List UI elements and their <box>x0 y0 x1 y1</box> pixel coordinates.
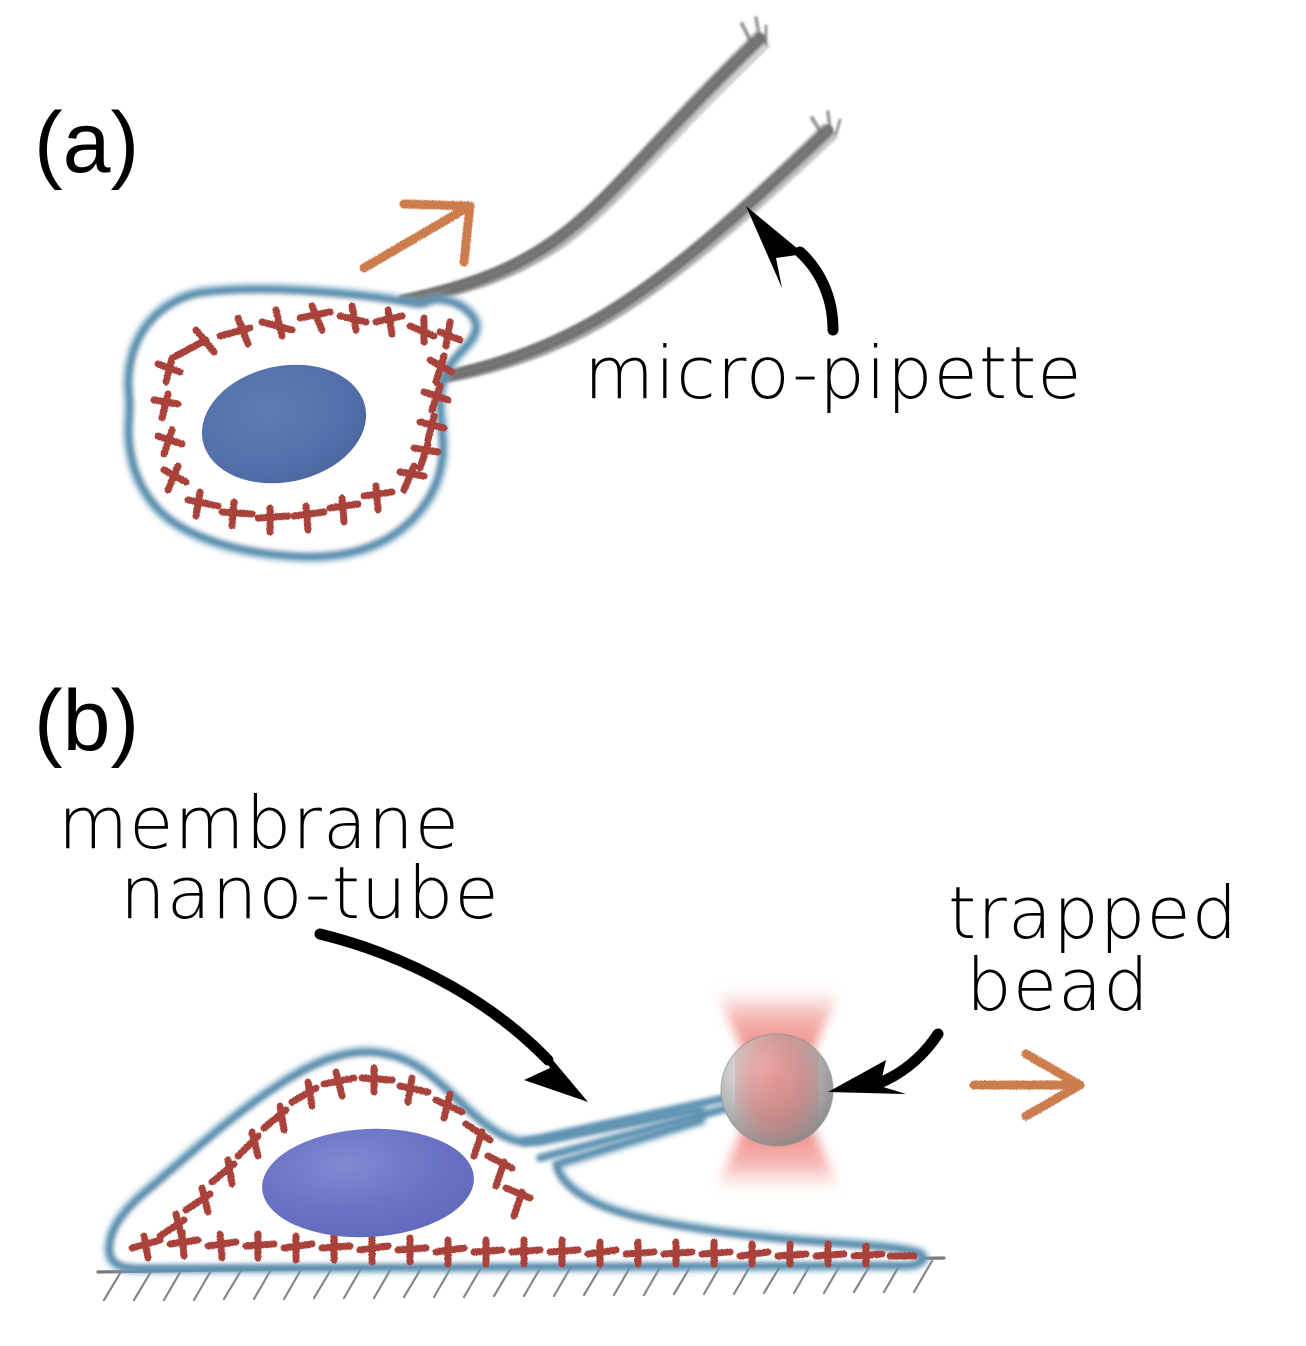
panel-a: (a) <box>34 16 1083 565</box>
micro-pipette-label: micro-pipette <box>584 331 1083 415</box>
actin-cortex-icon <box>150 302 464 536</box>
actin-cortex-icon <box>128 1064 918 1268</box>
panel-a-label: (a) <box>34 95 139 191</box>
panel-b-label: (b) <box>34 673 139 769</box>
micro-pipette-icon <box>398 16 842 385</box>
membrane-nanotube-label-line2: nano-tube <box>120 851 500 935</box>
bead-icon <box>720 1033 834 1147</box>
orange-force-arrow-icon <box>969 1049 1085 1121</box>
nanotube-icon <box>520 1094 732 1162</box>
nucleus-icon <box>262 1128 474 1238</box>
bead-callout-arrow-icon <box>828 1028 944 1094</box>
orange-force-arrow-icon <box>359 199 475 273</box>
trapped-bead-label-line1: trapped <box>948 871 1238 955</box>
nucleus-icon <box>201 364 367 484</box>
panel-b: (b) membrane nano-tube trapped bead <box>34 673 1238 1302</box>
black-callout-arrow-icon <box>746 206 839 336</box>
membrane-nanotube-label-line1: membrane <box>58 781 460 865</box>
trapped-bead-label-line2: bead <box>966 943 1150 1027</box>
nanotube-callout-arrow-icon <box>314 928 588 1102</box>
